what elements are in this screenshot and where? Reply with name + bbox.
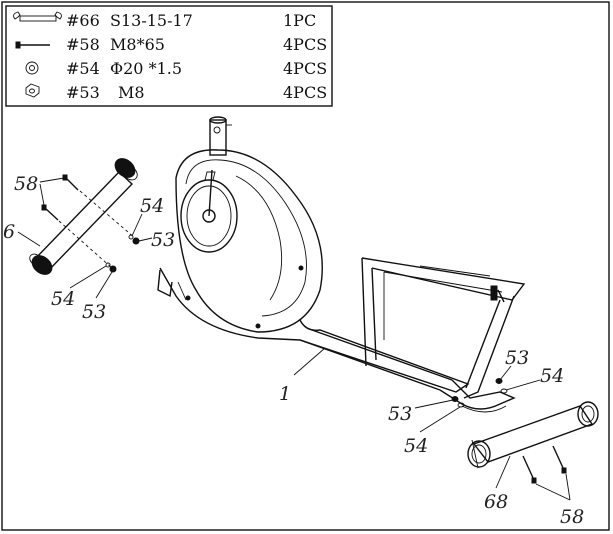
rear-hardware bbox=[414, 365, 541, 433]
washer-icon bbox=[25, 61, 39, 75]
part-number: #54 bbox=[66, 59, 100, 78]
callout-rear-nut-lower: 53 bbox=[388, 403, 412, 425]
part-qty: 4PCS bbox=[283, 59, 327, 78]
callout-main-frame-leader bbox=[293, 347, 326, 376]
part-spec: M8 bbox=[118, 83, 145, 102]
callout-front-stabilizer: 6 bbox=[3, 221, 15, 243]
callout-rear-nut-upper: 53 bbox=[505, 347, 529, 369]
front-stabilizer bbox=[29, 158, 138, 275]
part-spec: M8*65 bbox=[110, 35, 165, 54]
bolt-icon bbox=[15, 41, 50, 49]
nut-icon bbox=[25, 83, 40, 98]
rear-stabilizer bbox=[467, 401, 599, 469]
rear-bolts bbox=[522, 445, 571, 501]
callout-rear-stabilizer: 68 bbox=[484, 491, 508, 513]
part-qty: 4PCS bbox=[283, 35, 327, 54]
parts-table-border bbox=[5, 5, 333, 107]
part-number: #58 bbox=[66, 35, 100, 54]
callout-rear-bolts: 58 bbox=[560, 506, 584, 528]
callout-front-nut-upper: 53 bbox=[151, 229, 175, 251]
callout-front-nut-lower: 53 bbox=[82, 301, 106, 323]
parts-row: #58 M8*65 4PCS bbox=[15, 35, 327, 54]
callout-front-washer-upper: 54 bbox=[140, 195, 164, 217]
part-number: #53 bbox=[66, 83, 100, 102]
part-number: #66 bbox=[66, 11, 100, 30]
part-spec: S13-15-17 bbox=[110, 11, 193, 30]
parts-row: #66 S13-15-17 1PC bbox=[13, 11, 316, 30]
callout-rear-washer-upper: 54 bbox=[540, 365, 564, 387]
parts-row: #54 Φ20 *1.5 4PCS bbox=[25, 59, 327, 78]
main-frame bbox=[157, 116, 526, 413]
parts-row: #53 M8 4PCS bbox=[25, 83, 327, 102]
wrench-icon bbox=[13, 11, 62, 22]
callout-rear-stabilizer-leader bbox=[495, 455, 511, 489]
front-hardware-axis bbox=[58, 190, 136, 269]
parts-table: #66 S13-15-17 1PC #58 M8*65 4PCS #54 Φ20… bbox=[5, 5, 333, 107]
front-hardware bbox=[17, 213, 153, 299]
callout-front-washer-lower: 54 bbox=[51, 288, 75, 310]
callout-rear-washer-lower: 54 bbox=[404, 435, 428, 457]
callout-front-bolts: 58 bbox=[14, 173, 38, 195]
part-qty: 4PCS bbox=[283, 83, 327, 102]
part-spec: Φ20 *1.5 bbox=[110, 59, 182, 78]
callout-main-frame: 1 bbox=[279, 383, 291, 405]
front-bolts bbox=[39, 174, 79, 221]
part-qty: 1PC bbox=[283, 11, 316, 30]
